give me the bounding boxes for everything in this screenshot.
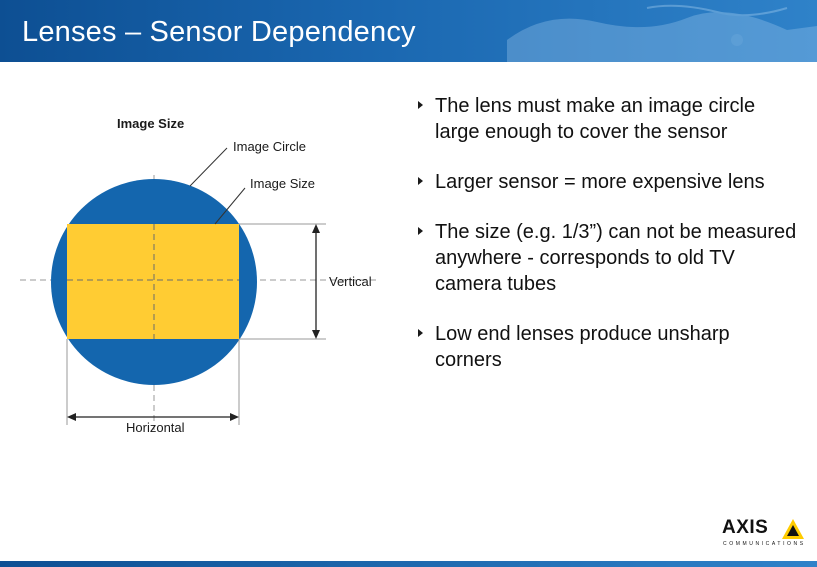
lens-sensor-diagram: Image Size Image Circle Image Size Verti…	[20, 100, 380, 440]
image-size-leader	[214, 187, 246, 225]
bullet-item: Larger sensor = more expensive lens	[418, 169, 798, 195]
vertical-label: Vertical	[329, 274, 372, 289]
footer-bar	[0, 561, 817, 567]
bullet-item: Low end lenses produce unsharp corners	[418, 321, 798, 373]
logo-wordmark: AXIS	[722, 517, 769, 538]
image-size-label: Image Size	[250, 176, 316, 191]
bullet-text: Low end lenses produce unsharp corners	[435, 323, 730, 371]
world-map-decoration	[507, 4, 817, 62]
diagram-heading: Image Size	[117, 116, 185, 131]
bullet-arrow-icon	[418, 101, 423, 109]
page-title: Lenses – Sensor Dependency	[22, 16, 416, 48]
axis-logo: AXIS COMMUNICATIONS	[722, 517, 804, 551]
sensor-rectangle	[67, 224, 239, 339]
bullet-arrow-icon	[418, 177, 423, 185]
bullet-text: Larger sensor = more expensive lens	[435, 171, 765, 193]
bullet-text: The size (e.g. 1/3”) can not be measured…	[435, 221, 797, 295]
image-circle-label: Image Circle	[233, 139, 306, 154]
title-bar: Lenses – Sensor Dependency	[0, 0, 817, 62]
bullet-text: The lens must make an image circle large…	[435, 95, 756, 143]
bullet-list: The lens must make an image circle large…	[418, 93, 798, 397]
image-circle-leader	[189, 147, 228, 187]
diagram-graphic	[20, 147, 380, 430]
bullet-arrow-icon	[418, 329, 423, 337]
logo-subtitle: COMMUNICATIONS	[723, 541, 806, 547]
bullet-arrow-icon	[418, 227, 423, 235]
logo-triangle-icon	[782, 519, 804, 539]
bullet-item: The size (e.g. 1/3”) can not be measured…	[418, 219, 798, 297]
bullet-item: The lens must make an image circle large…	[418, 93, 798, 145]
horizontal-label: Horizontal	[126, 420, 185, 435]
